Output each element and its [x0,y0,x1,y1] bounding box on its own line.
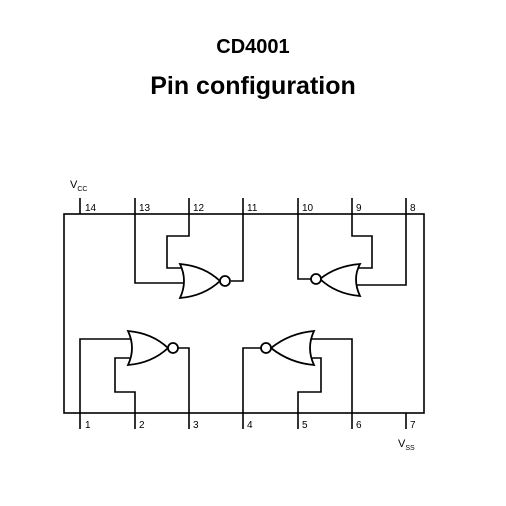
nor-gate-body [126,329,170,367]
bottom-pins: 1 2 3 4 5 6 7 [79,413,416,431]
nor-gate-top-right [297,214,407,298]
gate-d-input-1-wire [310,338,353,413]
nor-gate-bottom-right [242,329,353,413]
pin-7-label: 7 [410,420,416,431]
diagram-subtitle: Pin configuration [150,72,356,100]
pin-5-label: 5 [302,420,308,431]
pin-14-label: 14 [85,203,97,214]
pin-12-label: 12 [193,203,205,214]
gate-a-input-2-wire [134,214,184,284]
nor-gate-bottom-left [79,329,190,413]
gate-d-output-wire [242,347,261,413]
pin-1-label: 1 [85,420,91,431]
pin-11-label: 11 [247,203,258,214]
gate-d-input-2-wire [297,357,322,413]
gate-c-input-2-wire [114,357,136,413]
nor-gate-body [178,262,222,300]
gate-a-output-wire [231,214,244,282]
pin-10-label: 10 [302,203,314,214]
gate-b-output-wire [297,214,311,280]
inversion-bubble [260,342,272,354]
gate-b-input-2-wire [356,214,407,286]
pin-13-label: 13 [139,203,151,214]
inversion-bubble [310,273,322,285]
pin-6-label: 6 [356,420,362,431]
pin-8-label: 8 [410,203,416,214]
nor-gate-body [269,329,316,367]
gate-c-input-1-wire [79,338,132,413]
pin-3-label: 3 [193,420,199,431]
vcc-label: VCC [70,179,87,193]
chip-title: CD4001 [216,36,290,58]
pin-2-label: 2 [139,420,145,431]
top-pins: 14 13 12 11 10 9 8 [79,198,416,214]
pin-9-label: 9 [356,203,362,214]
gate-b-input-1-wire [351,214,373,269]
nor-gate-top-left [134,214,244,300]
pin-4-label: 4 [247,420,253,431]
inversion-bubble [167,342,179,354]
nor-gate-body [318,262,362,298]
vss-label: VSS [398,438,415,452]
inversion-bubble [219,275,231,287]
ic-package-body [63,213,425,414]
gate-a-input-1-wire [166,214,190,269]
gate-c-output-wire [178,347,190,413]
